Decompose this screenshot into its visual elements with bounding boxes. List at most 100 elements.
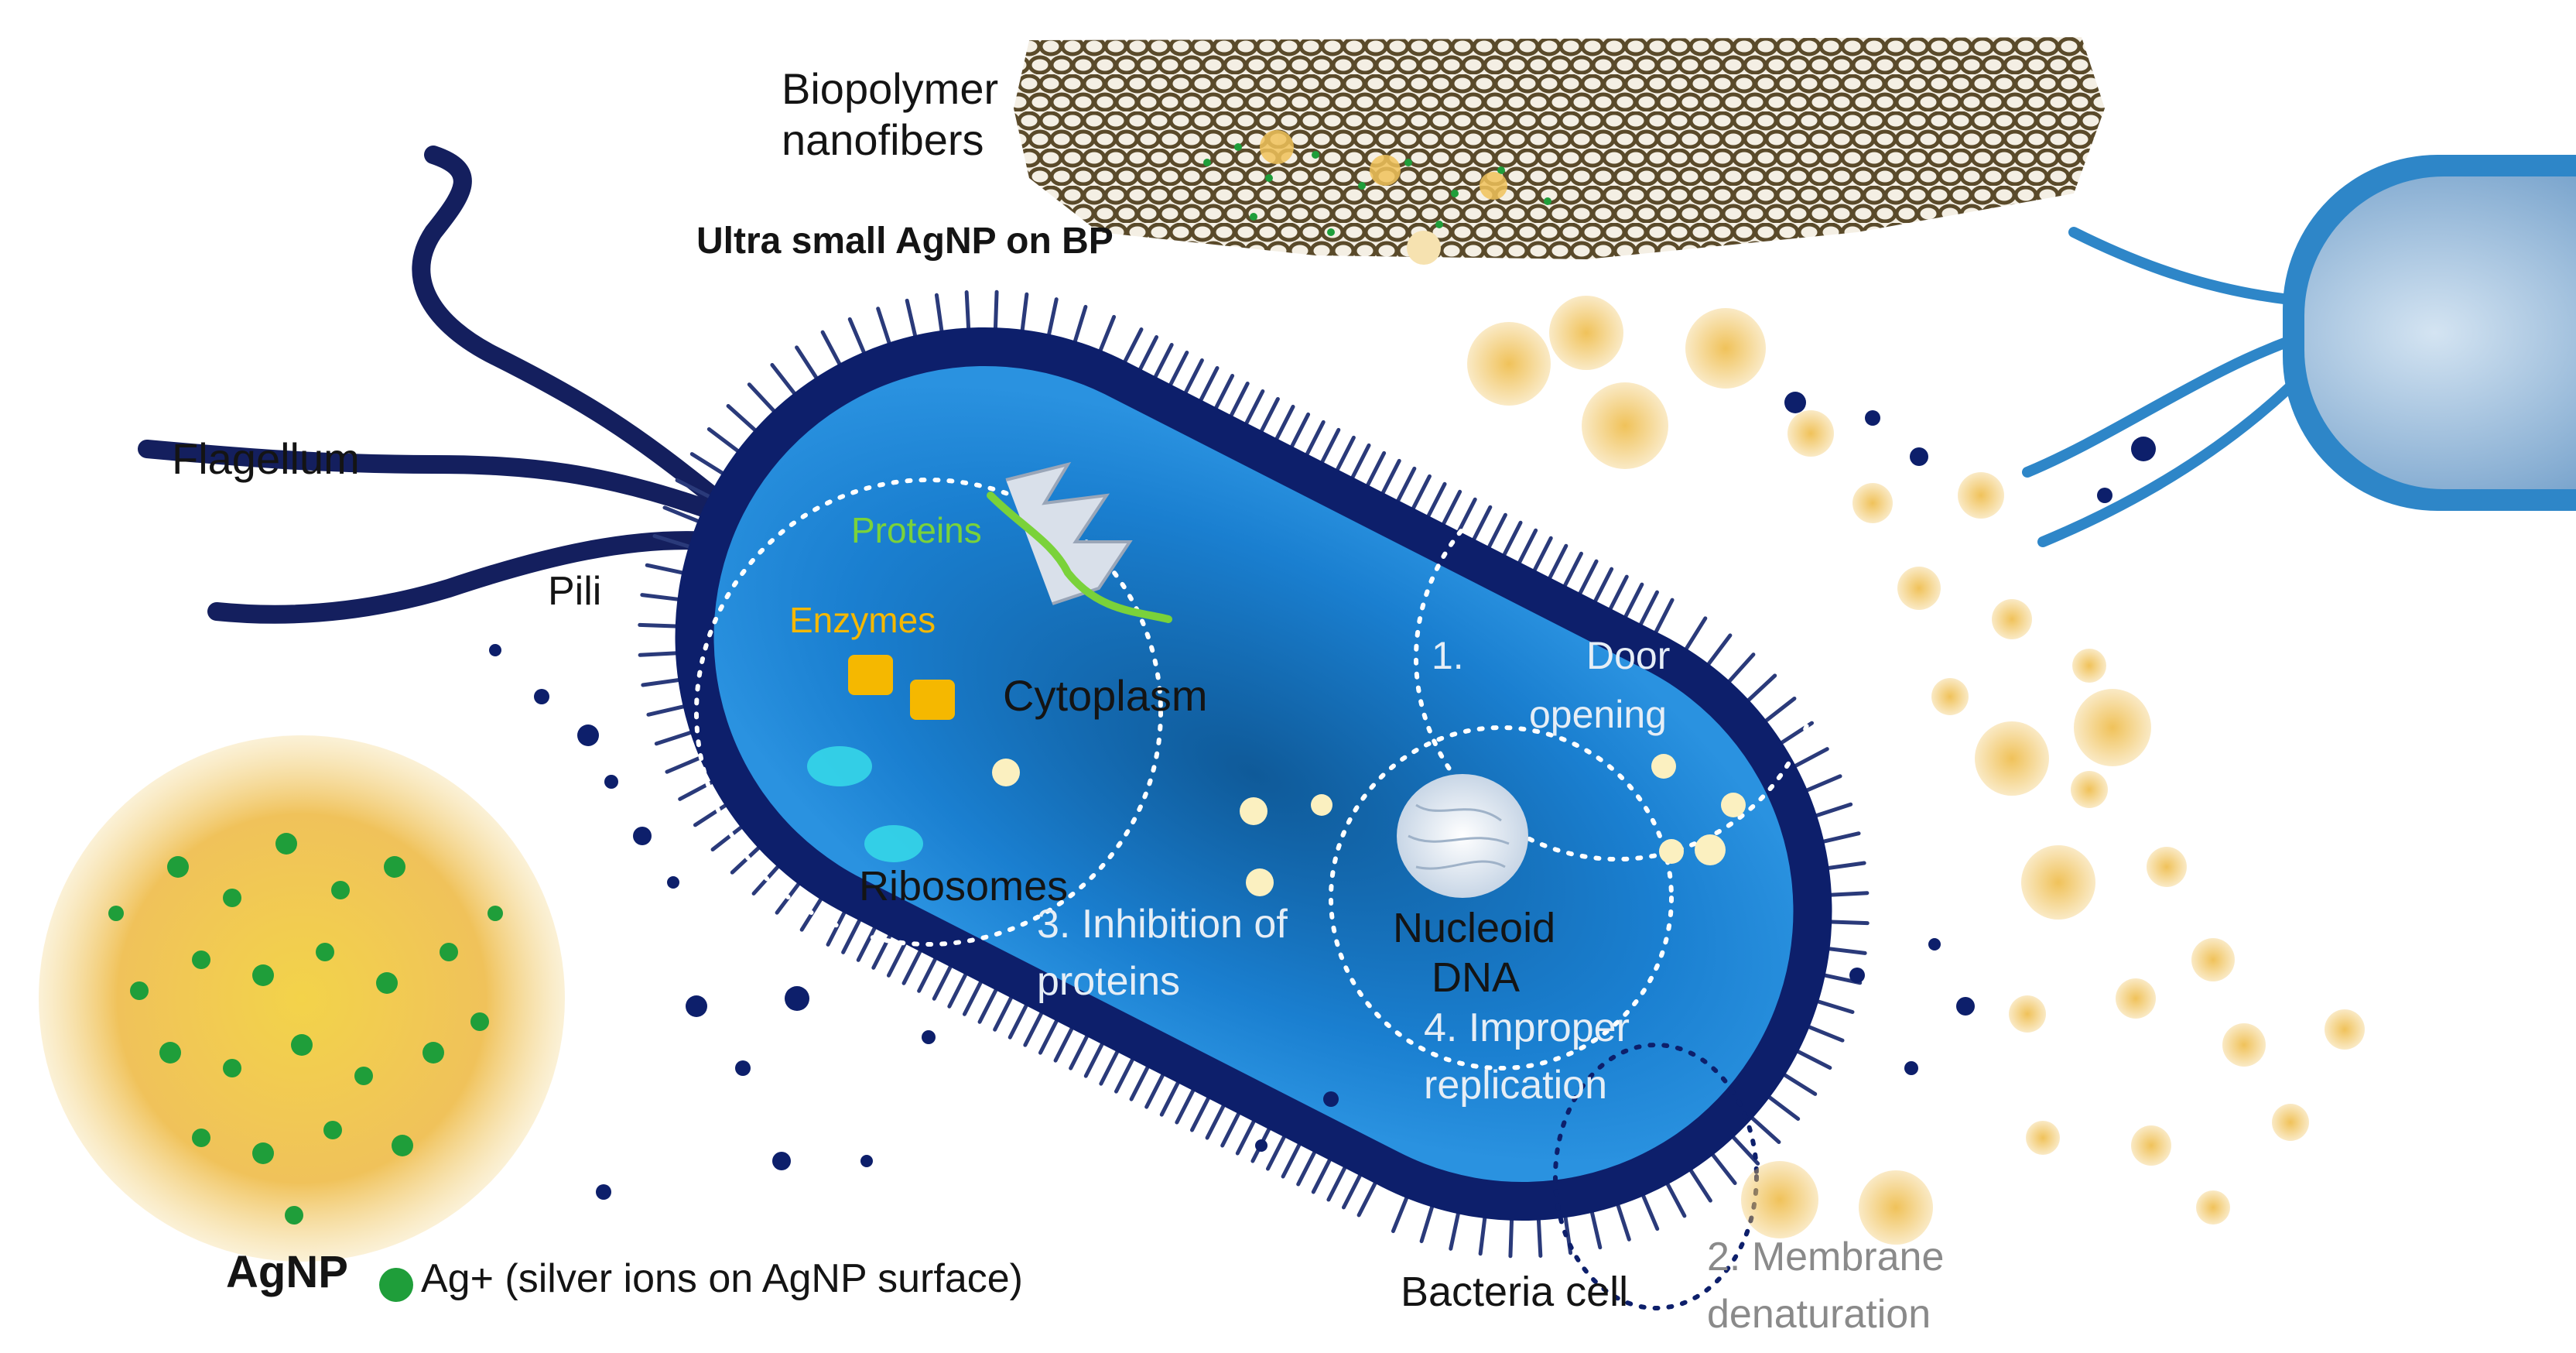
pilus — [1478, 1216, 1487, 1256]
pilus — [1805, 774, 1842, 793]
pilus — [726, 404, 757, 432]
pilus — [1129, 1065, 1150, 1101]
pilus — [1487, 512, 1507, 549]
dna-label: DNA — [1432, 954, 1521, 1001]
pilus — [640, 593, 679, 601]
pilus — [1274, 404, 1295, 440]
pilus — [1260, 396, 1280, 433]
pilus — [1828, 947, 1867, 955]
pilus — [1780, 721, 1815, 745]
pilus — [1290, 412, 1311, 448]
pili-label: Pili — [548, 569, 602, 614]
ribosomes-label: Ribosomes — [859, 863, 1069, 909]
pilus — [1750, 1116, 1781, 1144]
pilus — [1822, 831, 1861, 844]
pilus — [1608, 574, 1629, 611]
pilus — [665, 755, 702, 774]
pilus — [1411, 474, 1432, 510]
pilus — [1727, 653, 1756, 683]
ultra-small-agnp-label: Ultra small AgNP on BP — [696, 221, 1114, 262]
pilus — [1138, 335, 1159, 372]
pilus — [1827, 861, 1866, 870]
step4-line2: replication — [1424, 1063, 1608, 1108]
pilus — [1829, 891, 1870, 897]
pilus — [678, 780, 713, 801]
pilus — [820, 330, 842, 366]
pilus — [1563, 551, 1583, 587]
pilus — [747, 382, 776, 413]
pilus — [1123, 327, 1144, 364]
pilus — [1665, 1182, 1687, 1218]
pilus — [662, 505, 700, 523]
pilus — [1053, 1026, 1074, 1063]
pilus — [1419, 1205, 1435, 1244]
step4-line1: 4. Improper — [1424, 1005, 1630, 1050]
pilus — [876, 307, 891, 345]
step2-line1: 2. Membrane — [1707, 1235, 1945, 1279]
pilus — [1508, 1218, 1514, 1259]
pilus — [730, 846, 761, 875]
pilus — [1391, 1196, 1409, 1234]
pilus — [1175, 1088, 1196, 1125]
cytoplasm-label: Cytoplasm — [1003, 671, 1208, 720]
pilus — [1214, 373, 1235, 409]
pilus — [1144, 1073, 1165, 1109]
pilus — [1502, 520, 1523, 557]
pilus — [1706, 633, 1733, 666]
pilus — [693, 803, 727, 827]
proteins-label: Proteins — [851, 510, 982, 550]
pilus — [1426, 481, 1447, 518]
silver-nanoparticles-internal — [992, 754, 1746, 896]
pilus — [1794, 747, 1829, 768]
pilus — [1366, 450, 1387, 487]
enzymes — [848, 655, 955, 720]
pilus — [638, 622, 678, 629]
pilus — [1189, 1096, 1210, 1132]
pilus — [1098, 314, 1117, 352]
bacteria-cell-label: Bacteria cell — [1401, 1269, 1629, 1315]
pilus — [856, 926, 877, 962]
pilus — [1342, 1173, 1362, 1210]
pilus — [1296, 1150, 1317, 1187]
pilus — [1654, 598, 1675, 634]
pilus — [1816, 999, 1855, 1014]
scattered-debris — [489, 392, 2156, 1200]
bacteria-cell — [675, 327, 1832, 1221]
pilus — [934, 293, 944, 333]
pilus — [1023, 1011, 1044, 1047]
pilus — [1616, 1203, 1631, 1242]
pilus — [993, 995, 1014, 1032]
pilus — [1449, 1211, 1460, 1251]
enzymes-label: Enzymes — [789, 600, 936, 640]
biopolymer-nanofibers — [1014, 37, 2105, 265]
pilus — [1796, 1050, 1832, 1070]
pilus — [1536, 1218, 1543, 1258]
pilus — [1020, 292, 1029, 332]
pilus — [654, 731, 693, 746]
pilus — [977, 988, 998, 1024]
pilus — [1099, 1050, 1120, 1086]
step3-line1: 3. Inhibition of — [1037, 902, 1288, 947]
pilus — [964, 290, 971, 330]
pilus — [652, 534, 691, 549]
pili — [638, 289, 1870, 1259]
pilus — [1456, 497, 1477, 533]
pilus — [795, 345, 819, 379]
pilus — [1072, 304, 1088, 343]
pilus — [1356, 1181, 1377, 1218]
pilus — [1159, 1081, 1180, 1117]
protein-structure — [987, 461, 1172, 623]
nucleoid-dna — [1397, 774, 1528, 898]
ribosomes — [807, 746, 923, 862]
pilus — [947, 972, 968, 1009]
ag-ion-legend-dot — [379, 1268, 413, 1302]
pilus — [1548, 543, 1569, 580]
pilus — [646, 704, 686, 717]
pilus — [1472, 505, 1493, 541]
pilus — [932, 964, 953, 1001]
biopolymer-label-line2: nanofibers — [782, 115, 984, 164]
pilus — [1764, 696, 1797, 723]
step1-opening: opening — [1529, 693, 1667, 736]
pilus — [1829, 920, 1870, 926]
pilus — [1688, 1169, 1712, 1203]
